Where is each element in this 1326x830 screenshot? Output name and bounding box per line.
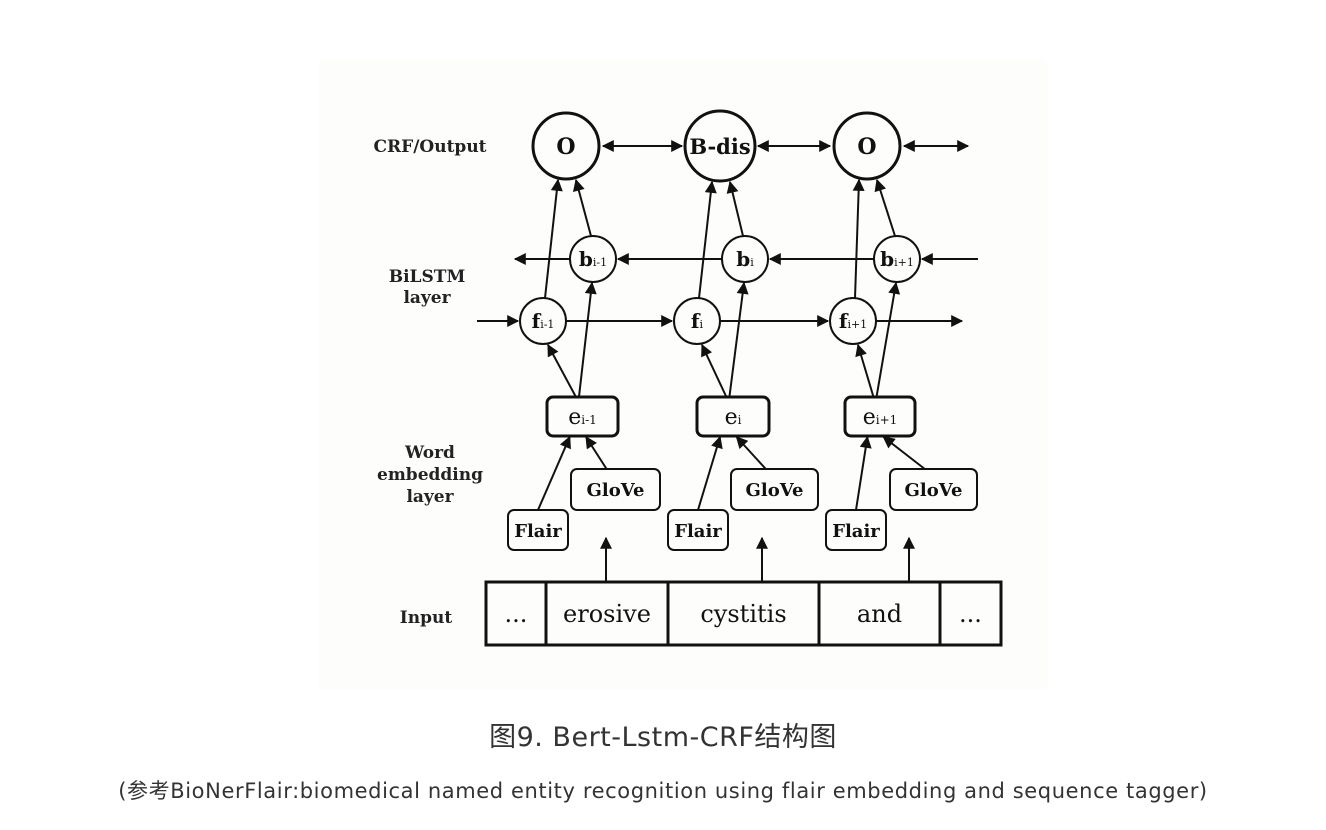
bilstm-layer-label-line2: layer: [403, 288, 451, 308]
flair-embedding-label: Flair: [514, 521, 562, 542]
embedding-layer-label-line1: Word: [404, 443, 455, 463]
glove-embedding-label: GloVe: [905, 480, 963, 501]
flair-to-embedding-arrow: [855, 435, 872, 511]
input-token: cystitis: [700, 600, 786, 628]
backward-lstm-label: bi: [736, 247, 754, 271]
backward-lstm-node: bi: [721, 235, 769, 283]
diagram-nodes: O B-dis Obi-1 bi bi+1 fi-1 fi fi+1 ei-1 ei ei+1Glo…: [484, 109, 1003, 647]
glove-to-embedding-arrow: [882, 436, 926, 470]
backward-to-output-arrow: [874, 178, 896, 237]
output-tag-label: O: [556, 134, 575, 160]
backward-to-output-arrow: [572, 178, 592, 237]
glove-to-embedding-arrow: [585, 435, 608, 470]
input-token: ...: [505, 600, 528, 628]
glove-embedding-box: [889, 468, 978, 511]
embedding-layer-label-line3: layer: [406, 487, 454, 507]
figure-caption-reference: (参考BioNerFlair:biomedical named entity r…: [118, 779, 1208, 803]
word-embedding-label: ei: [725, 405, 742, 430]
output-tag-circle: [832, 111, 902, 181]
output-tag-circle: [683, 109, 757, 183]
input-row-border: [484, 580, 1003, 647]
flair-to-embedding-arrow: [697, 435, 723, 511]
flair-embedding-box: [667, 509, 729, 551]
crf-layer-label: CRF/Output: [373, 137, 486, 157]
embedding-to-forward-arrow: [547, 343, 577, 398]
output-tag-circle: [531, 111, 601, 181]
forward-lstm-label: fi-1: [532, 309, 555, 333]
embedding-to-backward-arrow: [728, 281, 749, 398]
bilstm-crf-diagram: CRF/Output BiLSTM layer Word embedding l…: [373, 109, 1003, 647]
input-token: and: [857, 600, 902, 628]
output-tag-node: B-dis: [683, 109, 757, 183]
input-token: ...: [959, 600, 982, 628]
backward-lstm-circle: [721, 235, 769, 283]
backward-lstm-label: bi+1: [880, 247, 914, 271]
figure-panel: CRF/Output BiLSTM layer Word embedding l…: [318, 60, 1048, 690]
glove-embedding-box: [570, 468, 661, 511]
flair-embedding-node: Flair: [507, 509, 569, 551]
output-tag-label: B-dis: [689, 134, 750, 159]
glove-embedding-node: GloVe: [730, 468, 819, 511]
forward-lstm-circle: [519, 297, 567, 345]
flair-embedding-label: Flair: [674, 521, 722, 542]
backward-lstm-circle: [873, 235, 921, 283]
forward-lstm-circle: [829, 297, 877, 345]
glove-embedding-label: GloVe: [587, 480, 645, 501]
flair-to-embedding-arrow: [537, 435, 571, 511]
word-embedding-label: ei+1: [863, 405, 898, 430]
flair-embedding-label: Flair: [832, 521, 880, 542]
output-tag-label: O: [857, 134, 876, 160]
backward-lstm-node: bi-1: [569, 235, 617, 283]
forward-lstm-node: fi-1: [519, 297, 567, 345]
word-embedding-node: ei-1: [545, 395, 620, 438]
word-embedding-box: [843, 395, 917, 438]
word-embedding-box: [695, 395, 771, 438]
backward-to-output-arrow: [726, 180, 744, 237]
backward-lstm-node: bi+1: [873, 235, 921, 283]
glove-to-embedding-arrow: [735, 436, 767, 470]
word-embedding-label: ei-1: [568, 405, 597, 430]
embedding-to-forward-arrow: [855, 343, 875, 398]
flair-embedding-node: Flair: [825, 509, 887, 551]
figure-caption-title: 图9. Bert-Lstm-CRF结构图: [489, 722, 837, 753]
bilstm-layer-label-line1: BiLSTM: [389, 267, 466, 287]
forward-to-output-arrow: [698, 180, 717, 299]
forward-to-output-arrow: [852, 178, 865, 299]
word-embedding-box: [545, 395, 620, 438]
glove-embedding-box: [730, 468, 819, 511]
embedding-to-backward-arrow: [875, 281, 901, 398]
embedding-to-backward-arrow: [577, 281, 597, 398]
flair-embedding-box: [825, 509, 887, 551]
flair-embedding-box: [507, 509, 569, 551]
embedding-layer-label-line2: embedding: [377, 465, 483, 485]
input-layer-label: Input: [400, 608, 453, 628]
forward-lstm-label: fi+1: [839, 309, 867, 333]
glove-embedding-node: GloVe: [570, 468, 661, 511]
input-token-row: ... erosive cystitis and...: [484, 580, 1003, 647]
flair-embedding-node: Flair: [667, 509, 729, 551]
input-token: erosive: [563, 600, 651, 628]
backward-lstm-circle: [569, 235, 617, 283]
glove-embedding-node: GloVe: [889, 468, 978, 511]
backward-lstm-label: bi-1: [579, 247, 607, 271]
glove-embedding-label: GloVe: [746, 480, 804, 501]
forward-lstm-label: fi: [691, 309, 704, 333]
output-tag-node: O: [531, 111, 601, 181]
word-embedding-node: ei: [695, 395, 771, 438]
diagram-edges: [477, 140, 978, 582]
forward-lstm-node: fi: [673, 297, 721, 345]
word-embedding-node: ei+1: [843, 395, 917, 438]
forward-to-output-arrow: [544, 178, 563, 299]
output-tag-node: O: [832, 111, 902, 181]
forward-lstm-node: fi+1: [829, 297, 877, 345]
embedding-to-forward-arrow: [701, 343, 728, 398]
forward-lstm-circle: [673, 297, 721, 345]
